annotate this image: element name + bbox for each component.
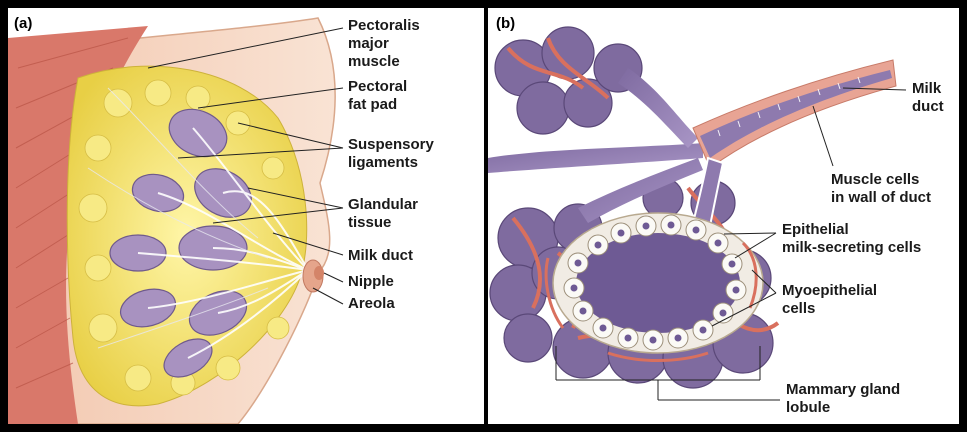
nipple — [314, 266, 324, 280]
label-suspensory-1: Suspensory — [348, 136, 435, 153]
label-glandular-2: tissue — [348, 214, 391, 231]
label-glandular-1: Glandular — [348, 196, 418, 213]
breast-illustration: (a) Pectoralis major muscle Pectoral fat… — [8, 8, 484, 424]
label-epithelial-2: milk-secreting cells — [782, 239, 921, 256]
label-myo-1: Myoepithelial — [782, 282, 877, 299]
label-milk-duct-2: duct — [912, 98, 944, 115]
label-pectoralis-2: major — [348, 35, 389, 52]
label-myo-2: cells — [782, 300, 815, 317]
lobule-illustration: (b) Milk duct Muscle cells — [488, 8, 959, 424]
panel-a-tag: (a) — [14, 15, 32, 32]
label-epithelial-1: Epithelial — [782, 221, 849, 238]
label-nipple: Nipple — [348, 273, 394, 290]
label-muscle-2: in wall of duct — [831, 189, 931, 206]
label-muscle-1: Muscle cells — [831, 171, 919, 188]
panel-b-tag: (b) — [496, 15, 515, 32]
panel-a-breast-anatomy: (a) Pectoralis major muscle Pectoral fat… — [8, 8, 484, 424]
label-fatpad-1: Pectoral — [348, 78, 407, 95]
label-lobule-2: lobule — [786, 399, 830, 416]
label-suspensory-2: ligaments — [348, 154, 418, 171]
label-lobule-1: Mammary gland — [786, 381, 900, 398]
label-fatpad-2: fat pad — [348, 96, 397, 113]
label-milk-duct-1: Milk — [912, 80, 942, 97]
muscle-wall-of-duct — [693, 60, 896, 168]
label-milk-duct: Milk duct — [348, 247, 413, 264]
panel-b-mammary-lobule: (b) Milk duct Muscle cells — [488, 8, 959, 424]
label-pectoralis-3: muscle — [348, 53, 400, 70]
label-areola: Areola — [348, 295, 395, 312]
label-pectoralis-1: Pectoralis — [348, 17, 420, 34]
